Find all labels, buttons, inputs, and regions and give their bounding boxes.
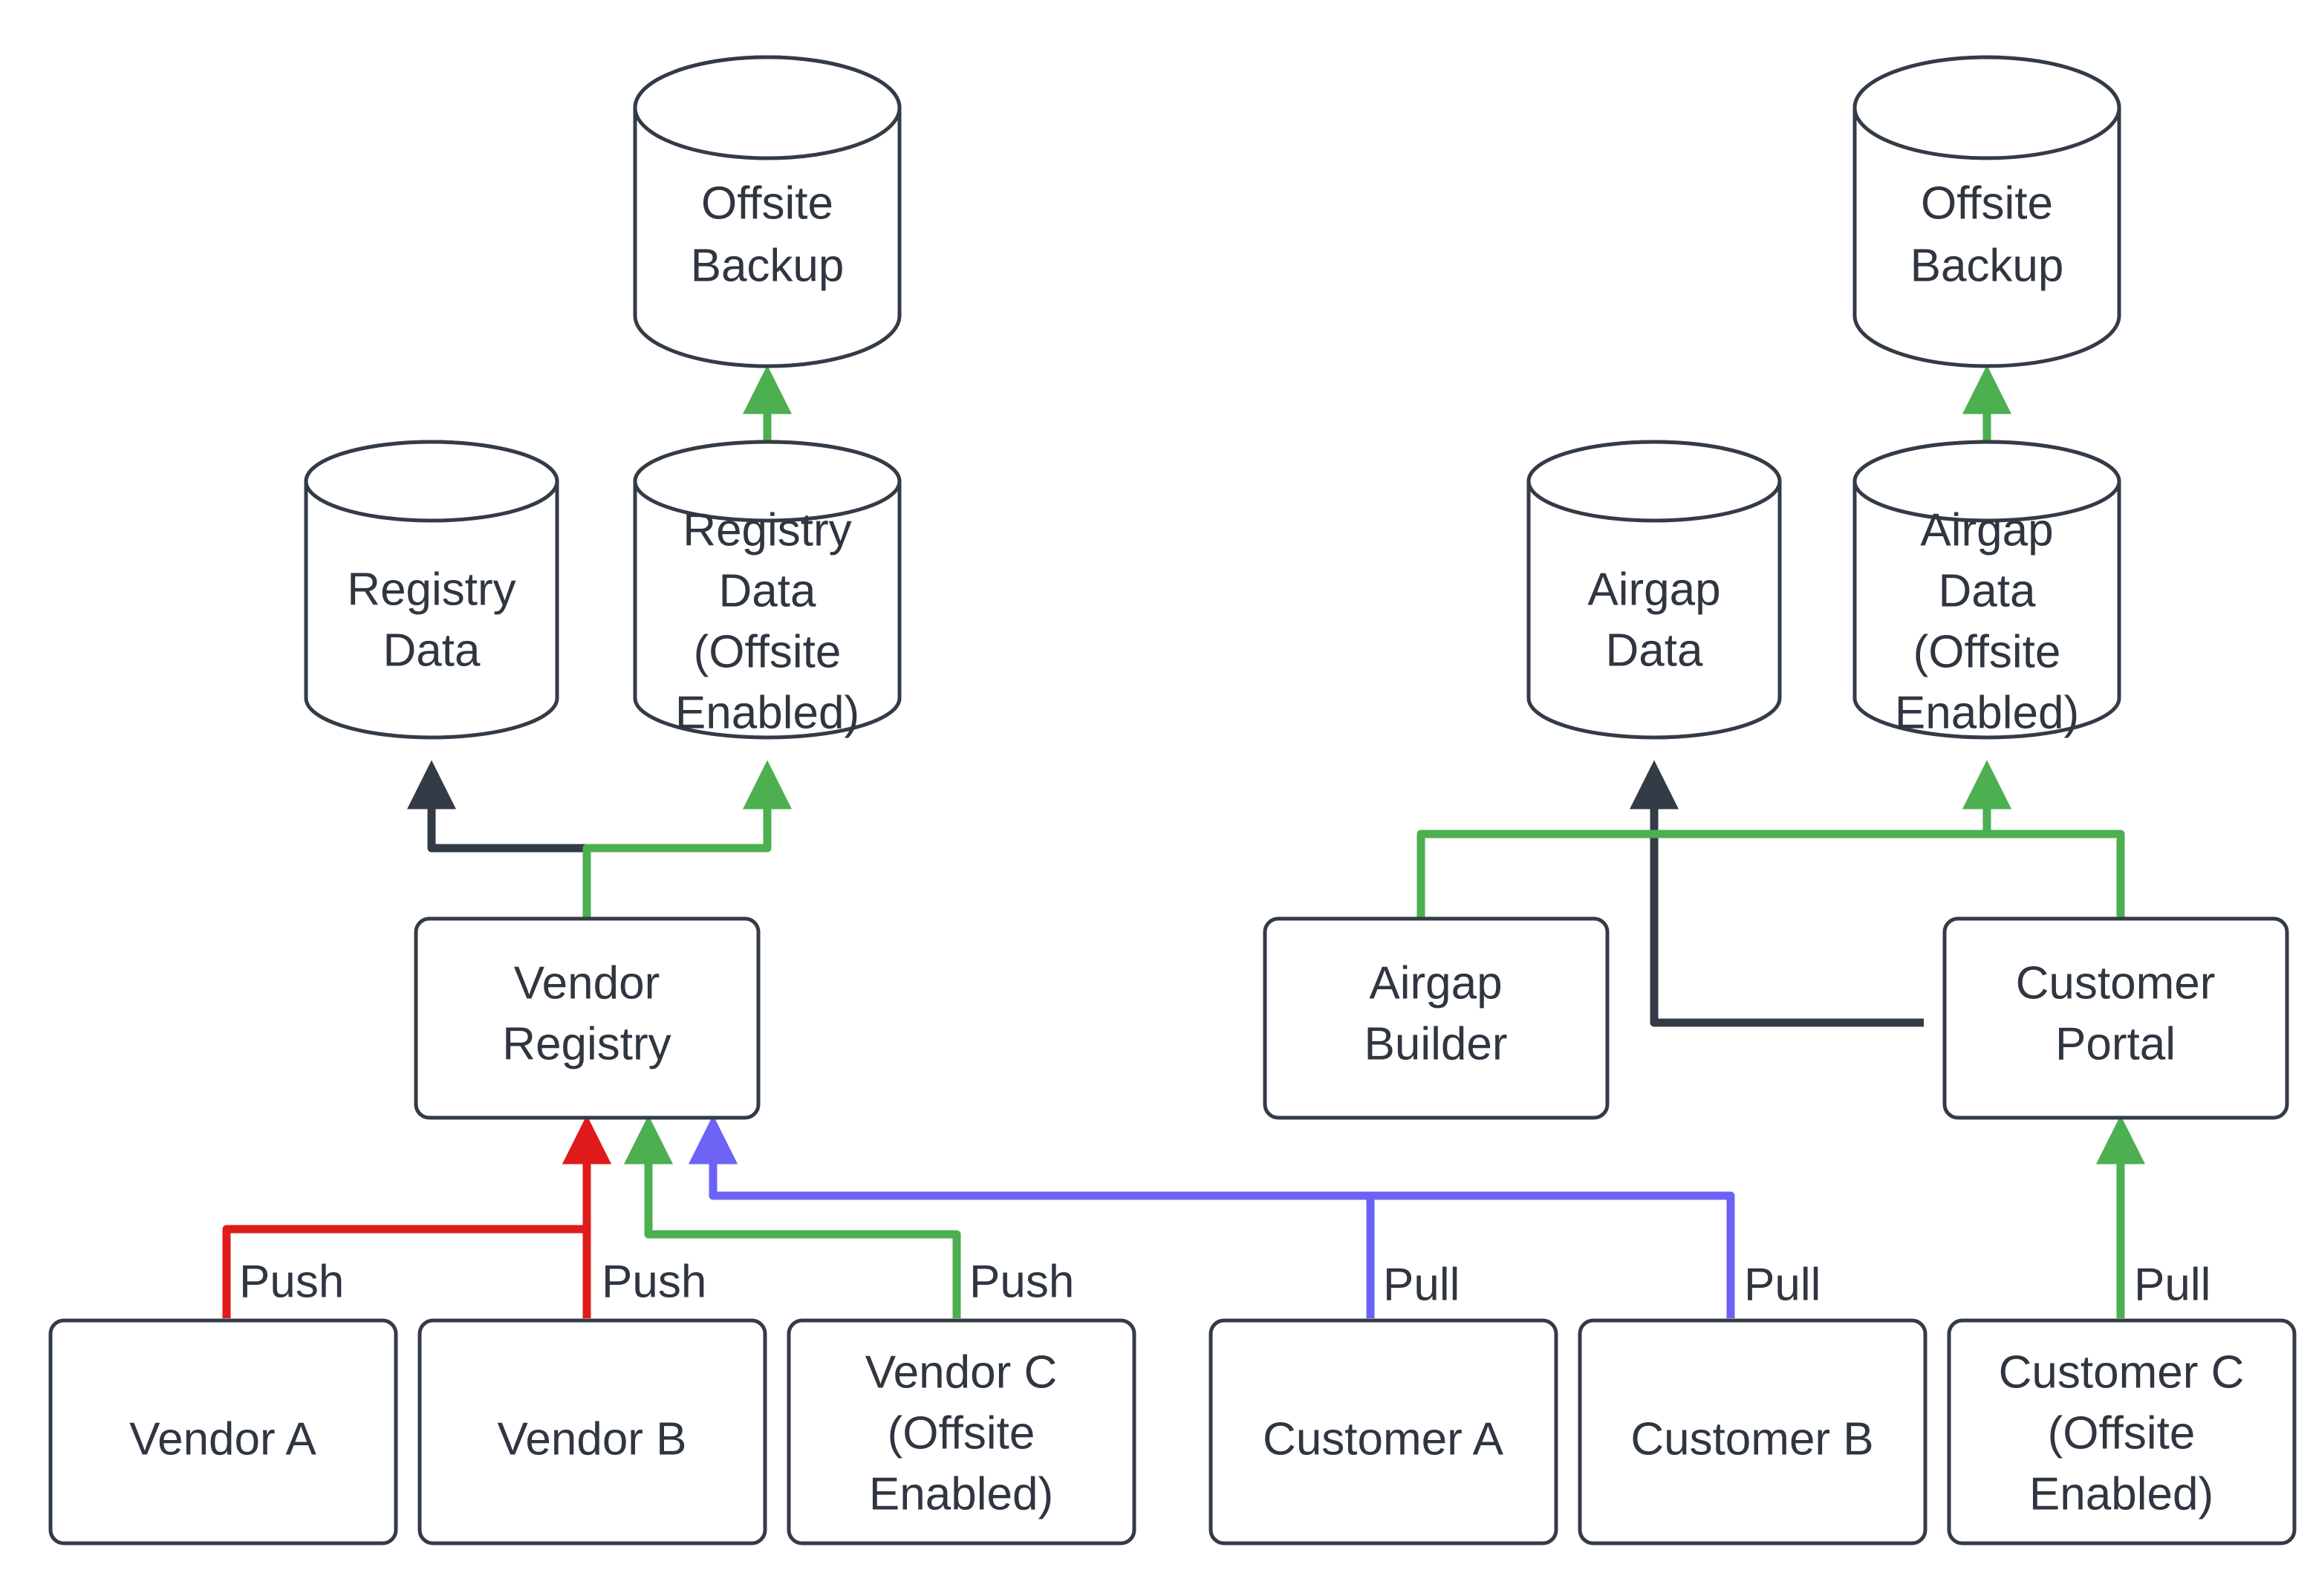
offsite-backup-right-label-line1: Offsite [1921, 177, 2053, 229]
airgap-data-label-line2: Data [1606, 625, 1703, 676]
node-vendor-b[interactable]: Vendor B [417, 1318, 767, 1545]
registry-data-label-line1: Registry [347, 564, 515, 615]
node-airgap-data[interactable]: Airgap Data [1526, 440, 1782, 740]
vendor-registry-label-line1: Vendor [514, 957, 660, 1009]
edge-customer-portal-to-airgap-data-offsite [1962, 760, 2125, 919]
node-vendor-c[interactable]: Vendor C (Offsite Enabled) [787, 1318, 1136, 1545]
node-customer-c[interactable]: Customer C (Offsite Enabled) [1947, 1318, 2297, 1545]
airgap-data-label-line1: Airgap [1587, 564, 1720, 615]
customer-c-label-line1: Customer C [1999, 1346, 2245, 1398]
airgap-data-offsite-label-line1: Airgap [1920, 504, 2053, 556]
edge-label-group: Push Push Push Pull Pull Pull [239, 1256, 2210, 1310]
node-offsite-backup-left[interactable]: Offsite Backup [633, 55, 902, 368]
vendor-registry-label-line2: Registry [502, 1018, 671, 1069]
registry-data-offsite-label-line1: Registry [683, 504, 851, 556]
customer-portal-label-line2: Portal [2055, 1018, 2176, 1069]
registry-data-offsite-label-line2: Data [719, 565, 816, 616]
edge-airgap-builder-to-airgap-data-offsite [1416, 760, 2011, 919]
node-registry-data[interactable]: Registry Data [304, 440, 559, 740]
node-customer-portal[interactable]: Customer Portal [1942, 916, 2289, 1120]
airgap-data-offsite-label-line2: Data [1939, 565, 2036, 616]
node-vendor-registry[interactable]: Vendor Registry [414, 916, 761, 1120]
edge-vendor-c-to-vendor-registry [624, 1115, 961, 1318]
customer-b-label: Customer B [1630, 1413, 1873, 1465]
customer-c-label-line2: (Offsite [2048, 1407, 2196, 1459]
node-airgap-data-offsite[interactable]: Airgap Data (Offsite Enabled) [1852, 440, 2121, 740]
offsite-backup-left-label-line2: Backup [691, 240, 845, 291]
edge-label-customer-c-pull: Pull [2134, 1259, 2210, 1310]
edge-vendor-registry-to-registry-data-offsite [582, 760, 792, 919]
edge-label-vendor-b-push: Push [602, 1256, 706, 1307]
offsite-backup-left-label-line1: Offsite [701, 177, 833, 229]
node-airgap-builder[interactable]: Airgap Builder [1263, 916, 1610, 1120]
vendor-b-label: Vendor B [497, 1413, 686, 1465]
airgap-data-offsite-label-line3: (Offsite [1913, 626, 2061, 677]
vendor-c-label-line2: (Offsite [888, 1407, 1035, 1459]
vendor-a-label: Vendor A [129, 1413, 316, 1465]
edge-label-vendor-c-push: Push [969, 1256, 1074, 1307]
airgap-builder-label-line2: Builder [1364, 1018, 1508, 1069]
node-customer-b[interactable]: Customer B [1578, 1318, 1928, 1545]
edge-customer-portal-to-airgap-data [1630, 760, 1924, 1027]
edge-customer-b-to-vendor-registry [689, 1115, 1735, 1318]
edge-vendor-registry-to-registry-data [407, 760, 591, 919]
vendor-c-label-line3: Enabled) [869, 1468, 1053, 1520]
edge-label-customer-b-pull: Pull [1744, 1259, 1821, 1310]
edge-label-customer-a-pull: Pull [1383, 1259, 1460, 1310]
node-vendor-a[interactable]: Vendor A [48, 1318, 398, 1545]
node-customer-a[interactable]: Customer A [1208, 1318, 1558, 1545]
node-offsite-backup-right[interactable]: Offsite Backup [1852, 55, 2121, 368]
customer-a-label: Customer A [1263, 1413, 1504, 1465]
offsite-backup-right-label-line2: Backup [1910, 240, 2064, 291]
customer-portal-label-line1: Customer [2016, 957, 2216, 1009]
registry-data-label-line2: Data [383, 625, 481, 676]
registry-data-offsite-label-line3: (Offsite [694, 626, 842, 677]
airgap-builder-label-line1: Airgap [1369, 957, 1502, 1009]
vendor-c-label-line1: Vendor C [865, 1346, 1058, 1398]
node-registry-data-offsite[interactable]: Registry Data (Offsite Enabled) [633, 440, 902, 740]
registry-data-offsite-label-line4: Enabled) [675, 687, 859, 738]
edge-label-vendor-a-push: Push [239, 1256, 344, 1307]
airgap-data-offsite-label-line4: Enabled) [1895, 687, 2079, 738]
customer-c-label-line3: Enabled) [2029, 1468, 2213, 1520]
